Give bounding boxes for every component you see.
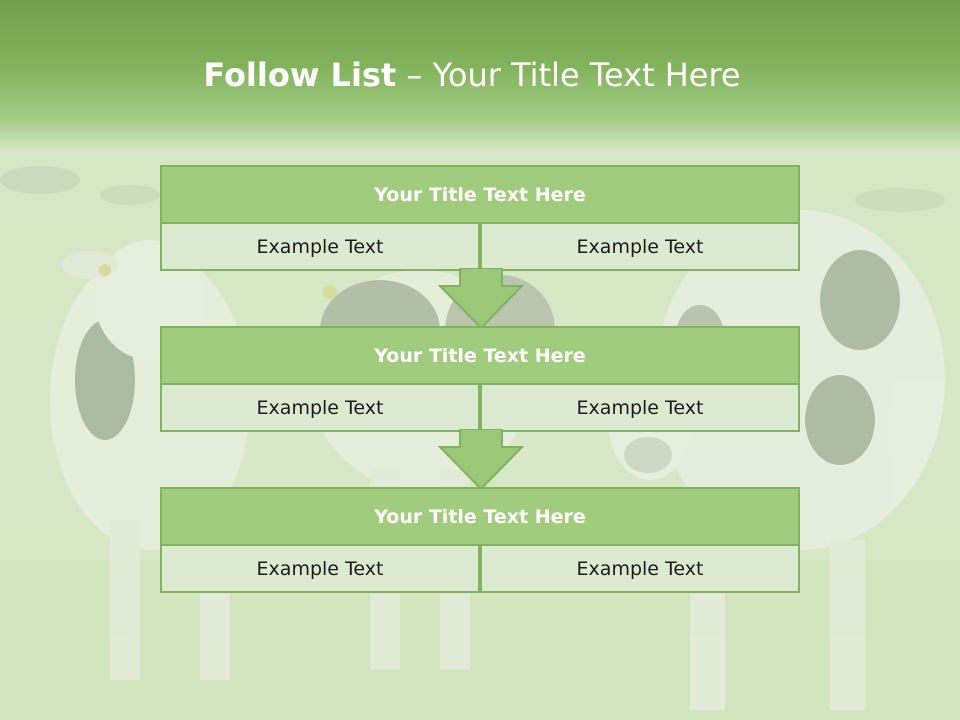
list-block-1: Your Title Text Here Example Text Exampl… (160, 165, 800, 271)
slide-title-rest: – Your Title Text Here (396, 56, 741, 94)
block-title: Your Title Text Here (160, 165, 800, 224)
down-arrow-icon (438, 429, 524, 491)
list-block-2: Your Title Text Here Example Text Exampl… (160, 326, 800, 432)
list-block-3: Your Title Text Here Example Text Exampl… (160, 487, 800, 593)
block-cell-left: Example Text (160, 544, 480, 593)
slide-title-bold: Follow List (203, 56, 397, 94)
block-cell-right: Example Text (480, 222, 800, 271)
block-cell-right: Example Text (480, 383, 800, 432)
block-title: Your Title Text Here (160, 487, 800, 546)
block-cell-left: Example Text (160, 383, 480, 432)
block-cell-right: Example Text (480, 544, 800, 593)
down-arrow-icon (438, 268, 524, 330)
header-band (0, 0, 960, 150)
block-title: Your Title Text Here (160, 326, 800, 385)
slide-title: Follow List – Your Title Text Here (0, 55, 944, 95)
block-cell-left: Example Text (160, 222, 480, 271)
